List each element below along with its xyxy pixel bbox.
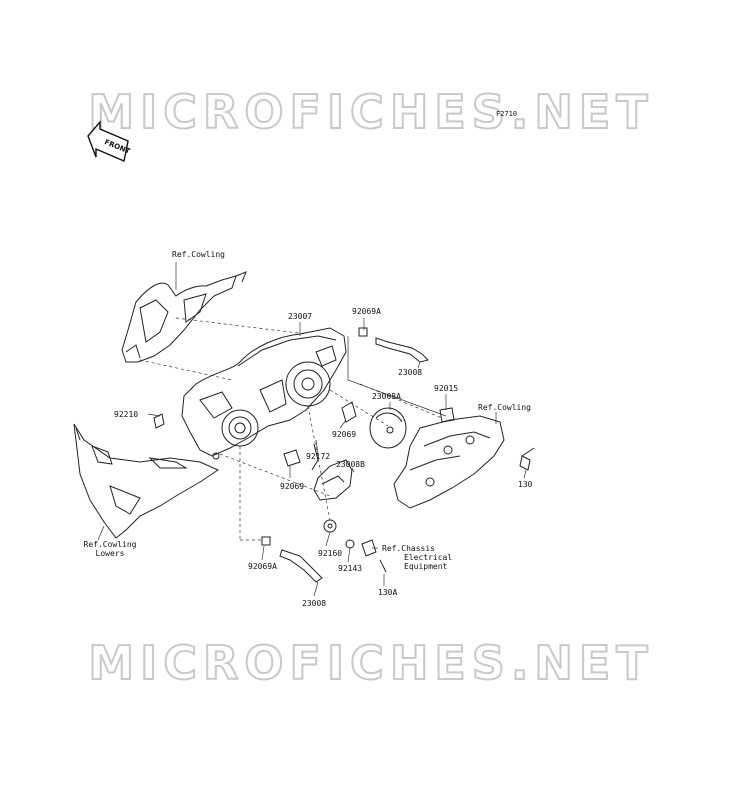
small-parts <box>153 327 535 583</box>
upper-cowling-shape <box>121 271 247 363</box>
ref-cowling-lowers-line2: Lowers <box>95 549 125 558</box>
bulb-cap-shape <box>369 407 407 449</box>
part-92069-b-label: 92069 <box>280 482 305 491</box>
ref-chassis-line2: Electrical <box>404 553 453 562</box>
part-92069-a-label: 92069 <box>332 430 357 439</box>
ref-cowling-top-label: Ref.Cowling <box>172 250 225 259</box>
ref-cowling-lowers-line1: Ref.Cowling <box>83 540 137 549</box>
part-130-label: 130 <box>518 480 533 489</box>
part-92143-label: 92143 <box>338 564 363 573</box>
leader-lines <box>97 262 527 597</box>
part-23007-label: 23007 <box>288 312 313 321</box>
part-92069A-bottom-label: 92069A <box>248 562 277 571</box>
part-92015-label: 92015 <box>434 384 459 393</box>
part-92069A-top-label: 92069A <box>352 307 381 316</box>
front-arrow-icon: FRONT <box>87 120 131 162</box>
part-23008A-label: 23008A <box>372 392 401 401</box>
right-cowling-bracket-shape <box>393 415 505 509</box>
part-23008B-label: 23008B <box>336 460 365 469</box>
ref-cowling-lowers-label: Ref.Cowling Lowers <box>80 540 140 558</box>
part-23008-top-label: 23008 <box>398 368 423 377</box>
figure-code: F2710 <box>496 110 518 118</box>
part-92160-label: 92160 <box>318 549 343 558</box>
watermark-top: MICROFICHES.NET <box>87 84 654 140</box>
ref-cowling-right-label: Ref.Cowling <box>478 403 531 412</box>
part-130A-label: 130A <box>378 588 398 597</box>
headlight-housing-shape <box>181 327 347 460</box>
part-23008-bottom-label: 23008 <box>302 599 327 608</box>
ref-chassis-line1: Ref.Chassis <box>382 544 435 553</box>
part-92210-label: 92210 <box>114 410 139 419</box>
watermark-bottom: MICROFICHES.NET <box>87 635 654 691</box>
bulb-cover-shape <box>313 459 353 501</box>
ref-chassis-line3: Equipment <box>404 562 448 571</box>
lower-cowling-shape <box>73 423 220 539</box>
ref-chassis-label: Ref.Chassis Electrical Equipment <box>382 544 452 571</box>
part-92172-label: 92172 <box>306 452 331 461</box>
